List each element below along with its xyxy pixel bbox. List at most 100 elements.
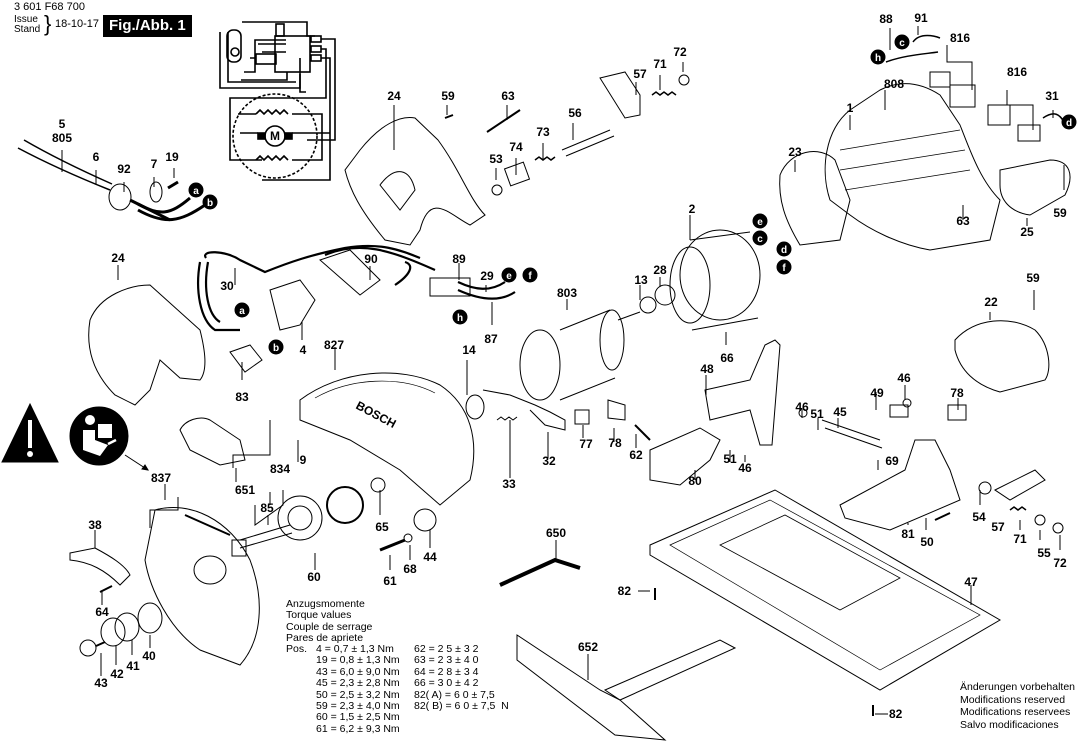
part-label-46-a: 46 [897,371,911,385]
part-label-47: 47 [964,575,978,589]
part-label-61: 61 [383,574,397,588]
stand-label: Stand [14,24,41,35]
part-label-71-lower: 71 [1013,532,1027,546]
part-label-81: 81 [901,527,915,541]
part-label-82-b: 82 [889,707,903,721]
connector-f-2: f [776,259,792,275]
part-label-77: 77 [579,437,593,451]
part-number: 3 601 F68 700 [14,1,85,13]
torque-row: 45 = 2,3 ± 2,8 Nm [316,677,400,690]
part-label-42: 42 [110,667,124,681]
torque-row: 82( B) = 6 0 ± 7,5 N [414,700,509,713]
svg-text:b: b [207,198,213,209]
part-label-29: 29 [480,269,494,283]
part-label-64: 64 [95,605,109,619]
spindle-assembly-834 [231,477,437,557]
part-label-85: 85 [260,501,274,515]
part-label-31: 31 [1045,89,1059,103]
note-en: Modifications reserved [960,693,1066,706]
part-label-80: 80 [688,474,702,488]
part-label-837: 837 [151,471,171,485]
read-manual-icon [69,406,129,466]
wire-connector-labels: a b c h d e c d f e f h a b [188,34,1077,355]
svg-text:f: f [528,271,532,282]
part-label-87: 87 [484,332,498,346]
part-label-59-upper: 59 [441,89,455,103]
part-label-28: 28 [653,263,667,277]
part-label-38: 38 [88,518,102,532]
parallel-guide-652 [516,634,737,741]
part-label-808: 808 [884,77,904,91]
motor-cap-22 [954,320,1050,393]
connector-b-1: b [202,194,218,210]
interference-suppressor-90 [319,249,381,296]
part-label-25: 25 [1020,225,1034,239]
part-label-68: 68 [403,562,417,576]
spindle-lock-parts [444,71,690,196]
depth-lever-parts [798,398,1064,534]
torque-row: 4 = 0,7 ± 1,3 Nm [316,643,394,655]
motor-housing-1 [779,83,1001,251]
part-label-72-upper: 72 [673,45,687,59]
svg-text:d: d [1066,118,1072,129]
svg-text:e: e [506,271,512,282]
flange-parts [79,585,163,657]
part-label-6: 6 [93,150,100,164]
torque-heading-es: Pares de apriete [286,632,364,645]
power-cable-assembly [17,139,206,222]
part-label-13: 13 [634,273,648,287]
part-label-7: 7 [151,157,158,171]
connector-h-1: h [870,49,886,65]
svg-text:a: a [239,306,245,317]
part-label-816-b: 816 [1007,65,1027,79]
part-label-74: 74 [509,140,523,154]
part-label-78-right: 78 [950,386,964,400]
leader-lines [61,26,1065,715]
guard-hub-opening [193,555,227,585]
part-label-91: 91 [914,11,928,25]
svg-text:a: a [193,186,199,197]
connector-a-1: a [188,182,204,198]
connector-e-1: e [501,267,517,283]
part-label-48: 48 [700,362,714,376]
torque-row: 19 = 0,8 ± 1,3 Nm [316,654,400,667]
switch-4 [269,279,316,331]
terminal-block-89 [429,277,471,297]
torque-right-column: 62 = 2 5 ± 3 2 63 = 2 3 ± 4 0 64 = 2 8 ±… [414,643,509,713]
part-label-24-upper: 24 [387,89,401,103]
part-label-5: 5 [59,117,66,131]
part-label-50: 50 [920,535,934,549]
torque-row: 66 = 3 0 ± 4 2 [414,677,479,690]
torque-heading-fr: Couple de serrage [286,620,373,633]
part-label-19: 19 [165,150,179,164]
torque-row: 61 = 6,2 ± 9,3 Nm [316,722,400,735]
torque-row: 50 = 2,5 ± 3,2 Nm [316,688,400,701]
base-plate-47 [649,489,1001,691]
svg-text:h: h [457,313,463,324]
handle-upper-cutout [379,171,416,211]
part-label-14: 14 [462,343,476,357]
part-label-33: 33 [502,477,516,491]
svg-text:b: b [273,343,279,354]
manual-arrowhead [141,464,149,471]
part-label-44: 44 [423,550,437,564]
note-es: Salvo modificaciones [960,718,1059,731]
part-label-55: 55 [1037,546,1051,560]
part-label-9: 9 [300,453,307,467]
bevel-bracket-80 [649,427,721,486]
part-label-51-b: 51 [723,452,737,466]
part-label-46-c: 46 [738,461,752,475]
part-label-62: 62 [629,448,643,462]
handle-lower-24 [88,284,206,406]
lower-blade-guard-837 [144,506,260,666]
part-label-816-a: 816 [950,31,970,45]
part-label-63-rear: 63 [956,214,970,228]
torque-row: 64 = 2 8 ± 3 4 [414,665,479,678]
connector-h-2: h [452,309,468,325]
part-label-651: 651 [235,483,255,497]
connector-b-2: b [268,339,284,355]
part-label-57-upper: 57 [633,67,647,81]
armature-803 [519,284,676,401]
part-label-69: 69 [885,454,899,468]
torque-row: 62 = 2 5 ± 3 2 [414,643,479,655]
